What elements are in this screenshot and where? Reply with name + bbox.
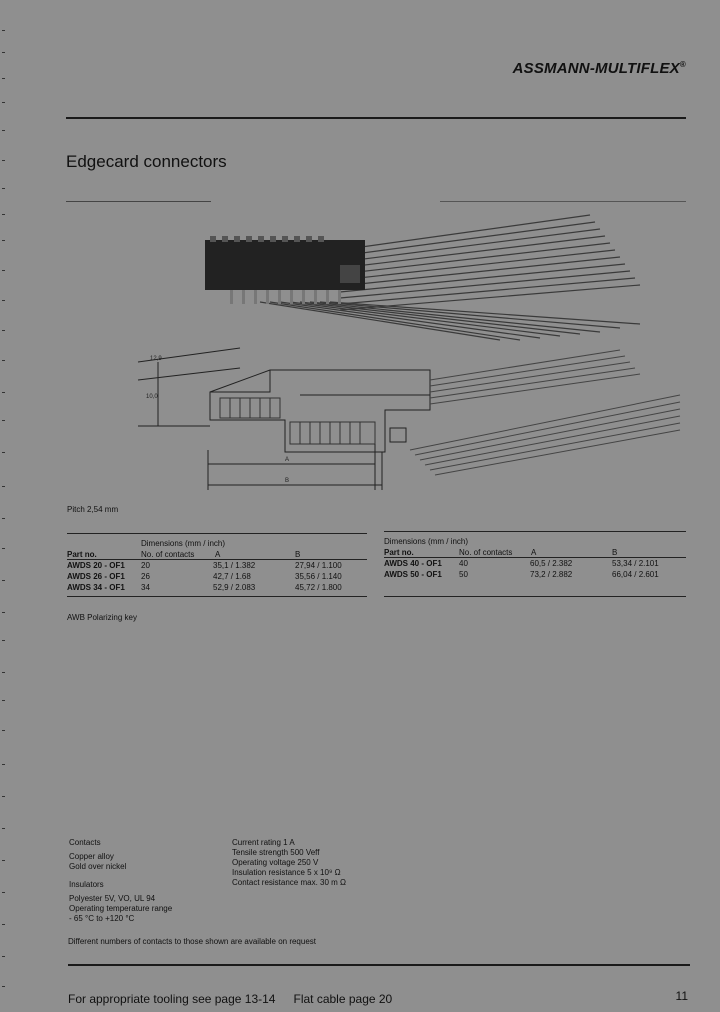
dimension-drawing: 12,9 10,0 A B: [137, 347, 681, 490]
table-header-rule: [67, 559, 367, 560]
page-number: 11: [675, 989, 688, 1003]
table-top-rule: [384, 531, 686, 532]
footer-references: For appropriate tooling see page 13-14 Fl…: [68, 992, 392, 1006]
table-top-rule: [67, 533, 367, 534]
table-header-rule: [384, 557, 686, 558]
dim-a-label: A: [285, 457, 289, 463]
brand-logo: ASSMANN-MULTIFLEX®: [512, 60, 686, 77]
table-row: AWDS 34 - OF1 34 52,9 / 2.083 45,72 / 1.…: [67, 583, 342, 592]
title-underline: [66, 201, 211, 202]
col-contacts-header: No. of contacts: [141, 550, 195, 559]
flat-cable-reference: Flat cable page 20: [293, 992, 393, 1006]
scan-margin-marks: [2, 30, 5, 987]
col-a-header: A: [215, 550, 221, 559]
dim-top-label: 12,9: [150, 356, 162, 362]
polarizing-note: AWB Polarizing key: [67, 613, 137, 622]
table-row: AWDS 40 - OF1 40 60,5 / 2.382 53,34 / 2.…: [384, 559, 659, 568]
table-row: AWDS 20 - OF1 20 35,1 / 1.382 27,94 / 1.…: [67, 561, 342, 570]
connector-photo: [205, 214, 641, 341]
dimensions-header: Dimensions (mm / inch): [384, 537, 469, 546]
table-row: AWDS 50 - OF1 50 73,2 / 2.882 66,04 / 2.…: [384, 570, 659, 579]
dimensions-header: Dimensions (mm / inch): [141, 539, 226, 548]
dim-b-label: B: [285, 478, 289, 484]
contacts-heading: Contacts: [69, 838, 101, 847]
header-rule: [66, 117, 686, 119]
page-title: Edgecard connectors: [66, 152, 227, 171]
col-b-header: B: [612, 548, 618, 557]
title-underline-dash: [440, 201, 686, 202]
footer-rule: [68, 964, 690, 966]
request-note: Different numbers of contacts to those s…: [68, 937, 316, 946]
specs-left: Contacts Copper alloy Gold over nickel I…: [69, 838, 173, 923]
dimension-table-left: Dimensions (mm / inch) Part no. No. of c…: [67, 533, 367, 597]
specs-right: Current rating 1 A Tensile strength 500 …: [232, 838, 347, 887]
col-part-header: Part no.: [384, 548, 414, 557]
dim-height-label: 10,0: [146, 394, 158, 400]
col-b-header: B: [295, 550, 301, 559]
pitch-note: Pitch 2,54 mm: [67, 505, 119, 514]
table-row: AWDS 26 - OF1 26 42,7 / 1.68 35,56 / 1.1…: [67, 572, 342, 581]
table-bottom-rule: [67, 596, 367, 597]
dimension-table-right: Dimensions (mm / inch) Part no. No. of c…: [384, 531, 686, 597]
col-part-header: Part no.: [67, 550, 97, 559]
col-a-header: A: [531, 548, 537, 557]
col-contacts-header: No. of contacts: [459, 548, 513, 557]
insulators-heading: Insulators: [69, 880, 104, 889]
table-bottom-rule: [384, 596, 686, 597]
tooling-reference: For appropriate tooling see page 13-14: [68, 992, 276, 1006]
